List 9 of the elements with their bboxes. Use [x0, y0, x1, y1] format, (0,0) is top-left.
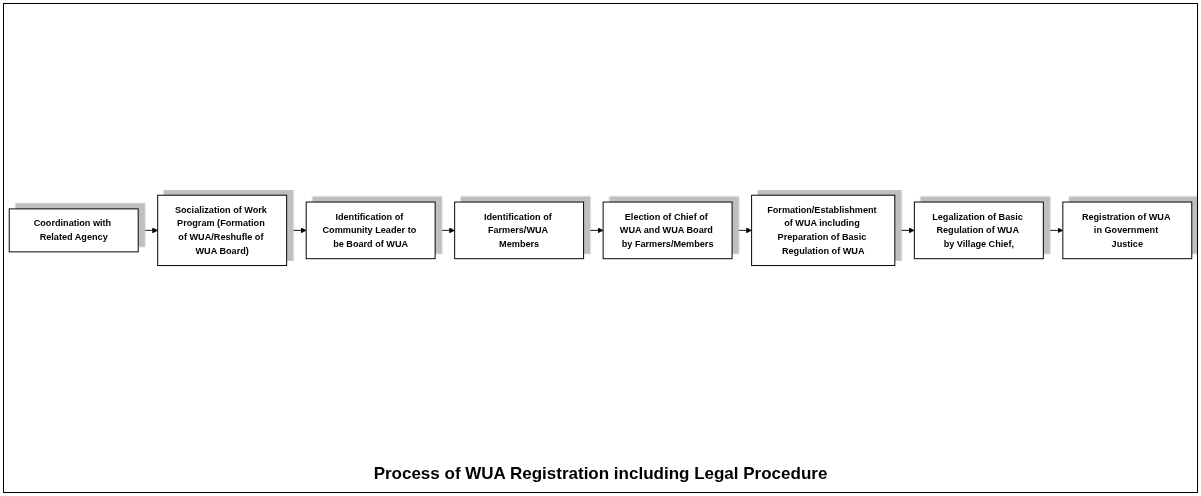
node-box: Identification of Farmers/WUA Members	[454, 201, 585, 259]
node-box: Legalization of Basic Regulation of WUA by Village Chief,	[913, 201, 1044, 259]
node-box: Coordination with Related Agency	[8, 208, 139, 252]
caption: Process of WUA Registration including Legal Procedure	[372, 463, 829, 485]
node-box: Registration of WUA in Government Justice	[1062, 201, 1193, 259]
node-box: Formation/Establishment of WUA including Preparation of Basic Regulation of WUA	[751, 194, 896, 266]
node-box: Identification of Community Leader to be Board of WUA	[305, 201, 436, 259]
node-box: Election of Chief of WUA and WUA Board by Farmers/Members	[602, 201, 733, 259]
node-box: Socialization of Work Program (Formation of WUA/Reshufle of WUA Board)	[157, 194, 288, 266]
